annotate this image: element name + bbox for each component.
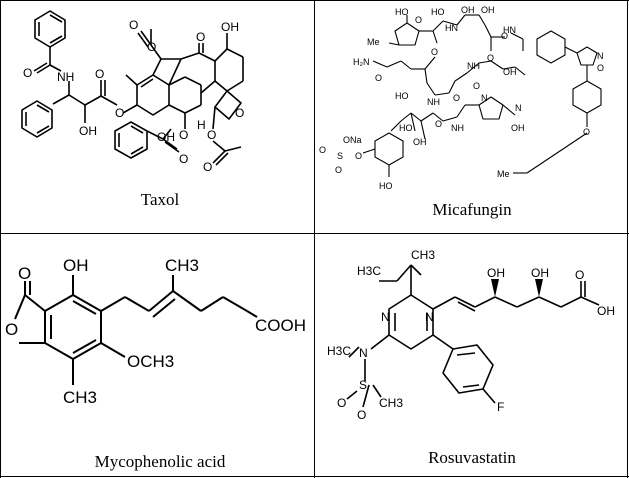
mica-label-me2: Me xyxy=(497,169,510,179)
mpa-label-o2: O xyxy=(5,320,18,339)
mica-label-oh4: OH xyxy=(413,137,427,147)
mpa-label-o1: O xyxy=(18,264,31,283)
mica-label-o2: O xyxy=(501,31,508,41)
taxol-label-oh3: OH xyxy=(157,130,175,144)
taxol-label-oh1: OH xyxy=(79,124,97,138)
mica-label-o8: O xyxy=(319,145,326,155)
mpa-label-och3: OCH3 xyxy=(127,352,174,371)
taxol-label-o3: O xyxy=(115,106,124,120)
mica-label-ho1: HO xyxy=(395,7,409,17)
taxol-label-o4: O xyxy=(129,18,138,32)
mica-label-ho5: HO xyxy=(399,123,413,133)
taxol-label-o7: O xyxy=(235,106,244,120)
taxol-label-o10: O xyxy=(207,128,216,142)
rosu-label-n3: N xyxy=(359,346,368,360)
mica-label-o1: O xyxy=(415,15,422,25)
mica-label-n2: N xyxy=(515,103,522,113)
caption-micafungin: Micafungin xyxy=(432,200,512,219)
table-divider-vertical xyxy=(314,0,315,478)
taxol-label-o9: O xyxy=(179,152,188,166)
mpa-label-ch3b: CH3 xyxy=(63,388,97,407)
mica-label-ona: ONa xyxy=(343,135,362,145)
taxol-label-o1: O xyxy=(23,66,32,80)
rosu-label-f: F xyxy=(497,400,504,414)
mica-label-s: S xyxy=(337,151,343,161)
rosu-label-h3c2: H3C xyxy=(327,344,351,358)
rosu-label-o1: O xyxy=(337,396,346,410)
mica-label-oh2: OH xyxy=(481,5,495,15)
mica-label-ho4: HO xyxy=(379,181,393,191)
rosu-label-h3c1: H3C xyxy=(357,264,381,278)
rosu-label-n2: N xyxy=(425,310,434,324)
mycophenolic-acid-structure: OH CH3 O O COOH OCH3 CH3 xyxy=(5,256,306,407)
taxol-structure: NH O O OH O O O OH O O OH H O O O O xyxy=(21,10,244,174)
caption-mycophenolic-acid: Mycophenolic acid xyxy=(94,452,226,471)
taxol-label-o5: O xyxy=(147,40,156,54)
mica-label-o9: O xyxy=(335,165,342,175)
mica-label-o11: O xyxy=(435,119,442,129)
rosu-label-s: S xyxy=(359,378,367,392)
rosu-label-o: O xyxy=(575,268,584,282)
rosuvastatin-structure: H3C CH3 OH OH O OH N N H3C N O S CH3 O F xyxy=(327,248,615,422)
mica-label-hn1: HN xyxy=(445,23,458,33)
taxol-label-nh: NH xyxy=(57,70,74,84)
mica-label-h2n: H₂N xyxy=(353,57,370,67)
taxol-label-o2: O xyxy=(95,67,104,81)
rosu-label-n1: N xyxy=(381,310,390,324)
mica-label-nh2: NH xyxy=(427,97,440,107)
rosu-label-ch3: CH3 xyxy=(411,248,435,262)
mica-label-n1: N xyxy=(481,93,488,103)
taxol-label-h1: H xyxy=(197,118,206,132)
mica-label-o3: O xyxy=(487,53,494,63)
table-border-right xyxy=(627,0,628,478)
mica-label-o10: O xyxy=(355,151,362,161)
table-divider-horizontal xyxy=(0,233,629,234)
micafungin-structure: HO OH OH HO Me O O HN HN O O H₂N O NH NH… xyxy=(319,5,604,191)
rosu-label-oh3: OH xyxy=(597,304,615,318)
mica-label-oh3: OH xyxy=(503,67,517,77)
mica-label-oh5: OH xyxy=(511,123,525,133)
rosu-label-o2: O xyxy=(357,408,366,422)
mica-label-nh1: NH xyxy=(467,61,480,71)
mpa-label-ch3a: CH3 xyxy=(165,256,199,275)
rosu-label-oh1: OH xyxy=(487,266,505,280)
mica-label-o12: O xyxy=(597,63,604,73)
mica-label-o4: O xyxy=(431,47,438,57)
rosu-label-oh2: OH xyxy=(531,266,549,280)
mica-label-ho2: HO xyxy=(431,7,445,17)
taxol-label-o11: O xyxy=(203,160,212,174)
mica-label-oh1: OH xyxy=(461,5,475,15)
rosu-label-ch3b: CH3 xyxy=(379,396,403,410)
caption-rosuvastatin: Rosuvastatin xyxy=(428,448,516,467)
mica-label-nh3: NH xyxy=(451,123,464,133)
mica-label-o7: O xyxy=(473,81,480,91)
mica-label-ho3: HO xyxy=(395,91,409,101)
table-border-left xyxy=(0,0,1,478)
taxol-label-oh2: OH xyxy=(221,20,239,34)
mica-label-hn2: HN xyxy=(503,25,516,35)
mica-label-o13: O xyxy=(583,127,590,137)
caption-taxol: Taxol xyxy=(140,190,180,209)
mpa-label-cooh: COOH xyxy=(255,316,306,335)
mica-label-o6: O xyxy=(453,93,460,103)
mpa-label-oh: OH xyxy=(63,256,89,275)
taxol-label-o8: O xyxy=(179,128,188,142)
mica-label-n3: N xyxy=(597,51,604,61)
mica-label-o5: O xyxy=(375,73,382,83)
taxol-label-o6: O xyxy=(196,30,205,44)
mica-label-me: Me xyxy=(367,37,380,47)
